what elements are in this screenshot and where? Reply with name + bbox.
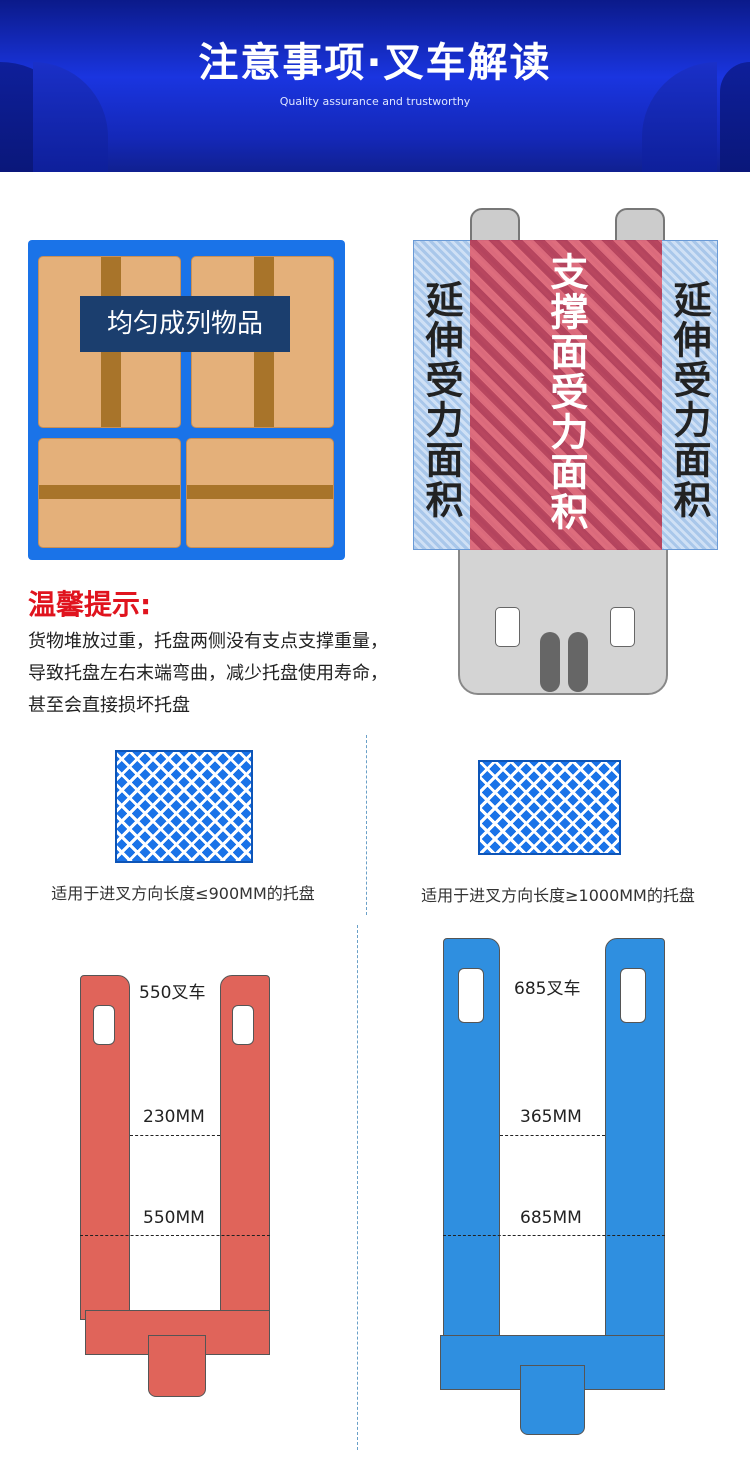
page-title: 注意事项·叉车解读 <box>198 40 552 86</box>
support-area-label: 支撑面受力面积 <box>544 252 588 532</box>
extended-area-left-label: 延伸受力面积 <box>419 280 463 520</box>
tip-line: 导致托盘左右末端弯曲，减少托盘使用寿命， <box>28 663 388 684</box>
banner-curl-right <box>720 62 750 172</box>
section-divider <box>366 735 367 915</box>
fork-685-inner-width: 365MM <box>517 1106 585 1128</box>
pallet-900-caption: 适用于进叉方向长度≤900MM的托盘 <box>51 884 315 903</box>
fork-550-inner-width: 230MM <box>140 1106 208 1128</box>
even-goods-label: 均匀成列物品 <box>80 296 290 352</box>
fork-685-name: 685叉车 <box>511 978 584 1000</box>
fork-550-outer-width: 550MM <box>140 1207 208 1229</box>
fork-550-name: 550叉车 <box>136 982 209 1004</box>
page-subtitle: Quality assurance and trustworthy <box>279 95 471 108</box>
support-area-overlay <box>470 240 662 550</box>
forklift-image <box>458 545 668 695</box>
pallet-1000-image <box>478 760 621 855</box>
pallet-1000-caption: 适用于进叉方向长度≥1000MM的托盘 <box>421 886 695 905</box>
pallet-900-image <box>115 750 253 863</box>
tip-line: 货物堆放过重，托盘两侧没有支点支撑重量， <box>28 631 388 652</box>
section-divider <box>357 925 358 1450</box>
fork-685-outer-width: 685MM <box>517 1207 585 1229</box>
tip-title: 温馨提示: <box>28 588 152 621</box>
tip-line: 甚至会直接损坏托盘 <box>28 695 190 716</box>
pallet-with-boxes-image <box>28 240 345 560</box>
extended-area-right-label: 延伸受力面积 <box>667 280 711 520</box>
header-banner: 注意事项·叉车解读 Quality assurance and trustwor… <box>0 0 750 172</box>
